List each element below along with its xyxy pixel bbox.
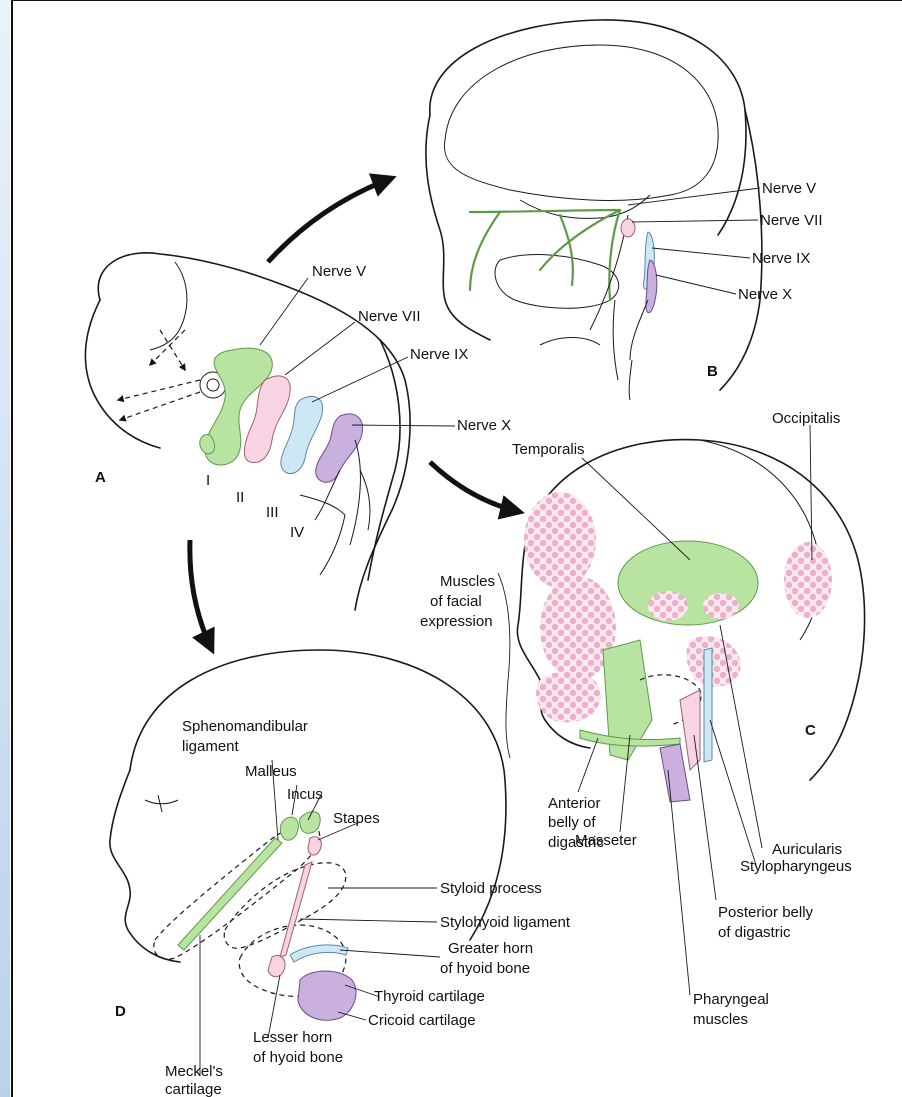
panel-a-nerve-ix-label: Nerve IX [410,346,468,363]
muscles-facial-line2: of facial [430,593,482,610]
arch-iv-label: IV [290,524,304,541]
anterior-digastric-line1: Anterior [548,795,601,812]
auricularis-label: Auricularis [772,841,842,858]
meckels-cartilage-line2: cartilage [165,1081,222,1097]
pharyngeal-muscles-line1: Pharyngeal [693,991,769,1008]
styloid-process-label: Styloid process [440,880,542,897]
sphenomandibular-line1: Sphenomandibular [182,718,308,735]
malleus-label: Malleus [245,763,297,780]
muscles-facial-line3: expression [420,613,493,630]
panel-c-head [517,440,864,802]
arch-ii-label: II [236,489,244,506]
panel-b-nerve-x-label: Nerve X [738,286,792,303]
thyroid-cartilage-label: Thyroid cartilage [374,988,485,1005]
pharyngeal-muscles-line2: muscles [693,1011,748,1028]
stapes-label: Stapes [333,810,380,827]
lesser-horn-line1: Lesser horn [253,1029,332,1046]
sphenomandibular-line2: ligament [182,738,240,755]
greater-horn-line2: of hyoid bone [440,960,530,977]
temporalis-label: Temporalis [512,441,585,458]
occipitalis-label: Occipitalis [772,410,840,427]
panel-b-letter: B [707,363,718,380]
meckels-cartilage-line1: Meckel's [165,1063,223,1080]
panel-a-nerve-vii-label: Nerve VII [358,308,421,325]
arch-iii-label: III [266,504,279,521]
muscles-facial-line1: Muscles [440,573,495,590]
panel-b-nerve-v-label: Nerve V [762,180,816,197]
stylohyoid-ligament-label: Stylohyoid ligament [440,914,571,931]
panel-a-letter: A [95,469,106,486]
lesser-horn-line2: of hyoid bone [253,1049,343,1066]
panel-a-nerve-x-label: Nerve X [457,417,511,434]
panel-b-head [426,20,762,400]
posterior-digastric-line2: of digastric [718,924,791,941]
panel-d-letter: D [115,1003,126,1020]
posterior-digastric-line1: Posterior belly [718,904,814,921]
arch-i-label: I [206,472,210,489]
incus-label: Incus [287,786,323,803]
cricoid-cartilage-label: Cricoid cartilage [368,1012,476,1029]
greater-horn-line1: Greater horn [448,940,533,957]
anterior-digastric-line2: belly of [548,814,596,831]
panel-b-nerve-ix-label: Nerve IX [752,250,810,267]
panel-b-nerve-vii-label: Nerve VII [760,212,823,229]
stylopharyngeus-label: Stylopharyngeus [740,858,852,875]
panel-c-letter: C [805,722,816,739]
masseter-label: Masseter [575,832,637,849]
panel-a-embryo [85,253,410,610]
panel-a-nerve-v-label: Nerve V [312,263,366,280]
